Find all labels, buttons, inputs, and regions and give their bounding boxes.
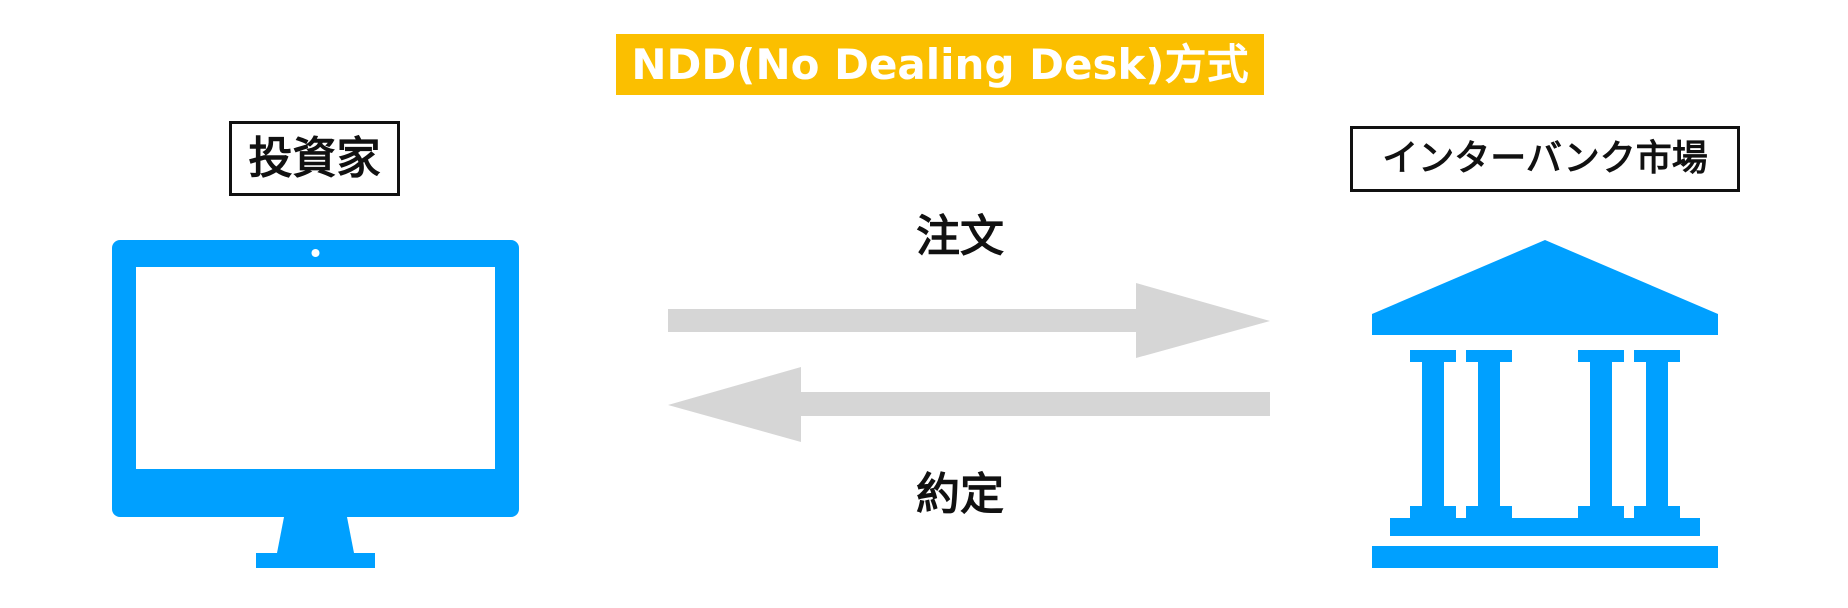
diagram-title: NDD(No Dealing Desk)方式 [616,34,1264,95]
execution-label: 約定 [916,469,1004,520]
investor-label: 投資家 [229,121,400,196]
execution-arrow [668,367,1270,442]
bank-building-icon [1372,240,1718,568]
interbank-market-label: インターバンク市場 [1350,126,1740,192]
order-arrow [668,283,1270,358]
monitor-icon [112,240,519,568]
order-label: 注文 [916,211,1004,262]
